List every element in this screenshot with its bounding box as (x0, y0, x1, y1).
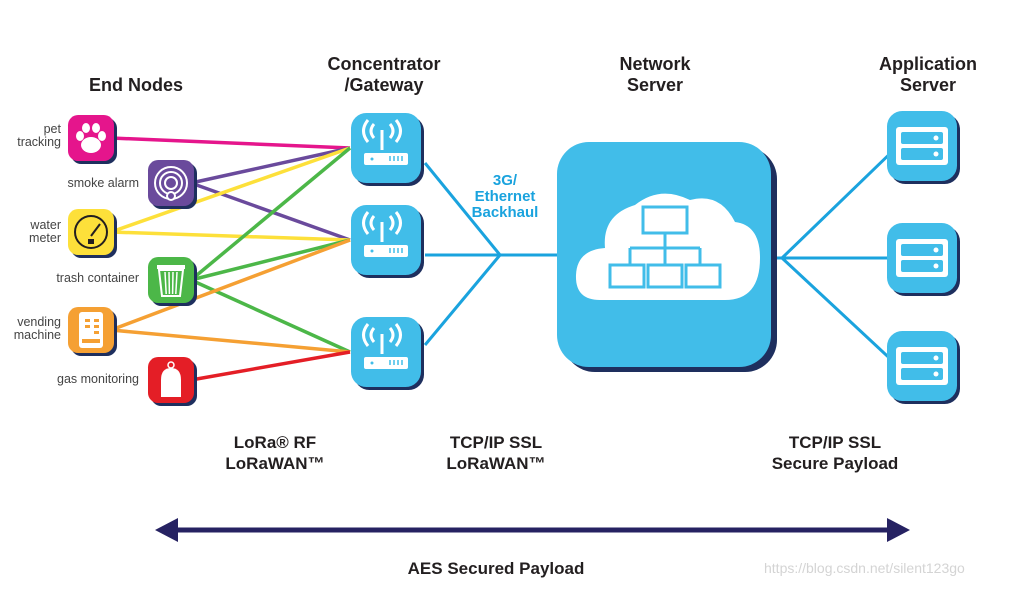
network-server-heading: Network Server (565, 54, 745, 96)
wireless-router-icon (362, 323, 402, 354)
rf-link (110, 230, 351, 242)
app1-link (780, 144, 900, 260)
gateway-1 (351, 205, 424, 278)
gateway-heading: Concentrator /Gateway (294, 54, 474, 96)
node-label-trash-container: trash container (56, 271, 139, 285)
watermark: https://blog.csdn.net/silent123go (764, 560, 965, 576)
app-server-heading-line2: Server (899, 75, 957, 95)
rf-link (110, 328, 351, 354)
rf-link (110, 136, 351, 150)
gateway3-backhaul-link (423, 254, 502, 346)
rf-link (189, 146, 352, 282)
server-icon (896, 127, 948, 165)
gateway-heading-line2: /Gateway (344, 75, 424, 95)
smoke-alarm-icon (154, 166, 188, 201)
node-label-gas-monitoring: gas monitoring (57, 372, 139, 386)
rf-link (190, 181, 351, 242)
server-icon (896, 239, 948, 277)
end-node-4 (68, 307, 117, 356)
app-server-heading-line1: Application (879, 54, 977, 74)
network-server-heading-line2: Server (626, 75, 684, 95)
paw-icon (76, 123, 106, 153)
app-server-1 (887, 223, 960, 296)
end-node-2 (68, 209, 117, 258)
server-icon (896, 347, 948, 385)
rf-link (190, 278, 351, 354)
rf-link (110, 238, 351, 332)
wireless-router-icon (362, 211, 402, 242)
network-server-heading-line1: Network (619, 54, 691, 74)
gas-cylinder-icon (161, 361, 181, 397)
water-meter-icon (74, 215, 108, 249)
rf-link (190, 350, 351, 382)
aes-payload-arrow (155, 518, 910, 542)
app3-link (780, 256, 900, 368)
vending-machine-icon (79, 312, 103, 348)
cloud-network-icon (575, 193, 760, 300)
rf-link (190, 238, 351, 282)
aes-payload-label: AES Secured Payload (407, 559, 585, 578)
end-node-3 (148, 257, 197, 306)
gateway-2 (351, 317, 424, 390)
rf-link (110, 146, 351, 234)
network-server-box (557, 142, 777, 372)
node-label-smoke-alarm: smoke alarm (67, 176, 139, 190)
gateway1-backhaul-link (423, 162, 502, 256)
trash-can-icon (157, 265, 185, 297)
rf-link (190, 146, 351, 185)
gateway-heading-line1: Concentrator (327, 54, 441, 74)
end-nodes-heading: End Nodes (88, 75, 183, 95)
gateway-0 (351, 113, 424, 186)
end-node-1 (148, 160, 197, 209)
app-server-heading: Application Server (838, 54, 1018, 96)
end-node-5 (148, 357, 197, 406)
app-server-0 (887, 111, 960, 184)
end-node-0 (68, 115, 117, 164)
wireless-router-icon (362, 119, 402, 150)
app-server-2 (887, 331, 960, 404)
